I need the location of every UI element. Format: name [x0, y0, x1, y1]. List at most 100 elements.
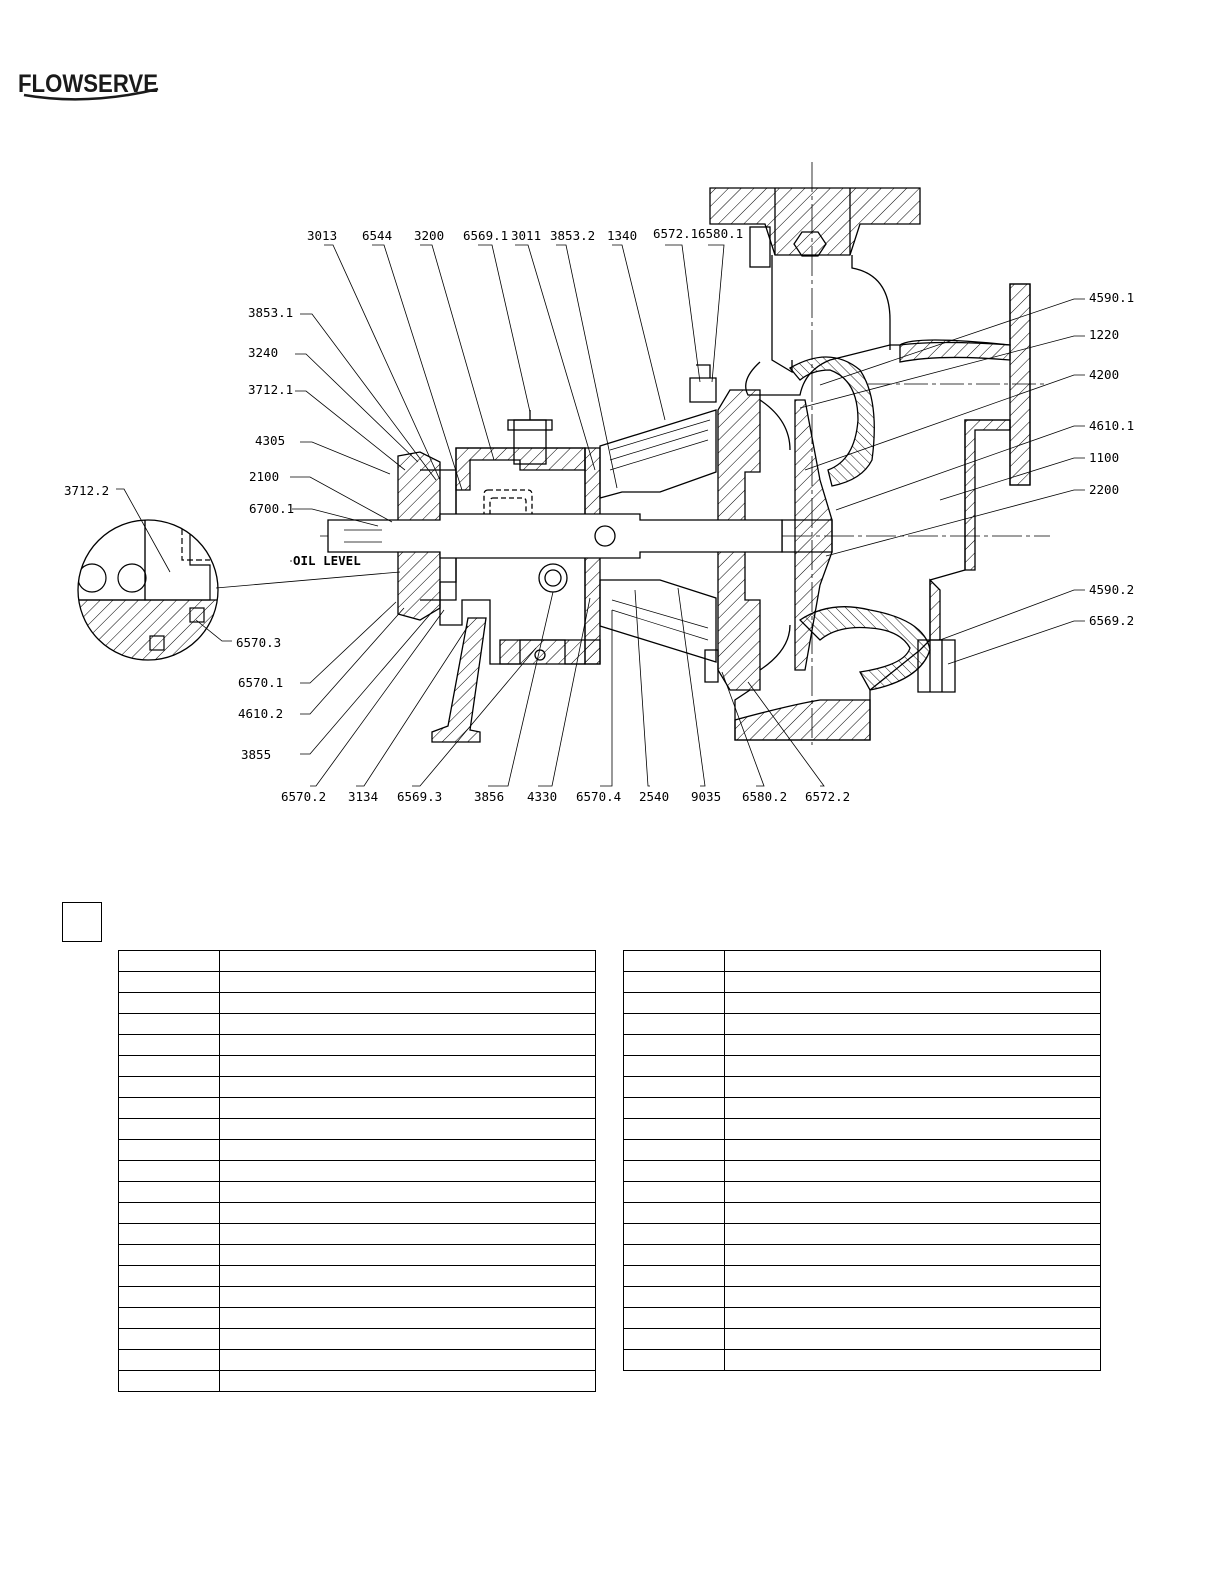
description-cell: [724, 1307, 1101, 1329]
logo-swoosh: [23, 87, 159, 101]
callout-label: 4610.2: [238, 706, 283, 721]
table-row: [118, 1034, 596, 1056]
callout-label: 6580.1: [698, 226, 743, 241]
description-cell: [724, 1286, 1101, 1308]
table-row: [623, 1244, 1101, 1266]
part-number-cell: [118, 1202, 220, 1224]
table-row: [623, 1076, 1101, 1098]
table-row: [118, 1013, 596, 1035]
description-cell: [724, 1265, 1101, 1287]
callout-label: 3712.2: [64, 483, 109, 498]
part-number-cell: [118, 1055, 220, 1077]
part-number-cell: [118, 992, 220, 1014]
part-number-cell: [623, 1223, 725, 1245]
description-cell: [219, 1181, 596, 1203]
description-cell: [219, 1328, 596, 1350]
part-number-cell: [623, 1055, 725, 1077]
description-cell: [219, 1097, 596, 1119]
callout-label: 3240: [248, 345, 278, 360]
part-number-cell: [118, 1265, 220, 1287]
callout-label: 3013: [307, 228, 337, 243]
part-number-cell: [623, 1181, 725, 1203]
table-row: [118, 1181, 596, 1203]
part-number-cell: [118, 1349, 220, 1371]
pump-geometry: [320, 162, 1050, 745]
callouts-left: 3853.1 3240 3712.1 4305 2100 6700.1 OIL …: [248, 305, 361, 568]
table-row: [623, 1013, 1101, 1035]
description-cell: [724, 1349, 1101, 1371]
callout-label: 3853.2: [550, 228, 595, 243]
callouts-right: 4590.1 1220 4200 4610.1 1100 2200 4590.2…: [1089, 290, 1134, 628]
table-row: [118, 1118, 596, 1140]
description-cell: [219, 1076, 596, 1098]
callout-label: 2200: [1089, 482, 1119, 497]
table-row: [623, 1265, 1101, 1287]
description-cell: [724, 1160, 1101, 1182]
description-cell: [724, 1097, 1101, 1119]
description-cell: [219, 971, 596, 993]
part-number-cell: [118, 1286, 220, 1308]
part-number-cell: [623, 1349, 725, 1371]
part-number-cell: [623, 1118, 725, 1140]
callout-label: 3856: [474, 789, 504, 804]
callouts-top: 3013 6544 3200 6569.1 3011 3853.2 1340 6…: [307, 226, 743, 243]
callout-label: 3855: [241, 747, 271, 762]
callout-label: 3200: [414, 228, 444, 243]
callout-label: 3712.1: [248, 382, 293, 397]
description-cell: [219, 1013, 596, 1035]
description-cell: [219, 992, 596, 1014]
callout-label: 4610.1: [1089, 418, 1134, 433]
oil-level-label: OIL LEVEL: [293, 553, 361, 568]
description-cell: [219, 1160, 596, 1182]
callout-label: 1100: [1089, 450, 1119, 465]
callouts-lower-left: 6570.1 4610.2 3855: [238, 675, 283, 762]
description-cell: [219, 1034, 596, 1056]
callout-label: 6570.1: [238, 675, 283, 690]
description-cell: [219, 950, 596, 972]
callout-label: 6572.1: [653, 226, 698, 241]
part-number-cell: [623, 1034, 725, 1056]
callout-label: 3134: [348, 789, 378, 804]
table-row: [623, 1055, 1101, 1077]
callout-label: 4330: [527, 789, 557, 804]
table-row: [623, 971, 1101, 993]
table-row: [623, 992, 1101, 1014]
part-number-cell: [623, 1160, 725, 1182]
part-number-cell: [118, 1181, 220, 1203]
description-cell: [724, 1034, 1101, 1056]
callout-label: 6544: [362, 228, 392, 243]
table-row: [623, 1160, 1101, 1182]
callouts-detail: 3712.2 6570.3: [64, 483, 281, 650]
table-row: [623, 1286, 1101, 1308]
description-cell: [724, 1013, 1101, 1035]
table-row: [623, 950, 1101, 972]
table-row: [623, 1139, 1101, 1161]
table-row: [118, 1223, 596, 1245]
description-cell: [724, 1055, 1101, 1077]
description-cell: [724, 950, 1101, 972]
part-number-cell: [623, 1265, 725, 1287]
callout-label: 3853.1: [248, 305, 293, 320]
table-row: [118, 1244, 596, 1266]
callout-label: 4305: [255, 433, 285, 448]
part-number-cell: [623, 1013, 725, 1035]
callout-label: 4200: [1089, 367, 1119, 382]
description-cell: [219, 1118, 596, 1140]
description-cell: [724, 1202, 1101, 1224]
part-number-cell: [118, 1076, 220, 1098]
table-row: [118, 1370, 596, 1392]
description-cell: [219, 1139, 596, 1161]
description-cell: [724, 1223, 1101, 1245]
part-number-cell: [623, 1097, 725, 1119]
part-number-cell: [118, 1139, 220, 1161]
part-number-cell: [623, 1286, 725, 1308]
part-number-cell: [118, 1160, 220, 1182]
part-number-cell: [118, 1244, 220, 1266]
parts-table-right: [623, 950, 1101, 1371]
part-number-cell: [623, 971, 725, 993]
part-number-cell: [118, 971, 220, 993]
table-row: [118, 1097, 596, 1119]
table-row: [623, 1097, 1101, 1119]
table-row: [623, 1307, 1101, 1329]
table-row: [118, 1076, 596, 1098]
